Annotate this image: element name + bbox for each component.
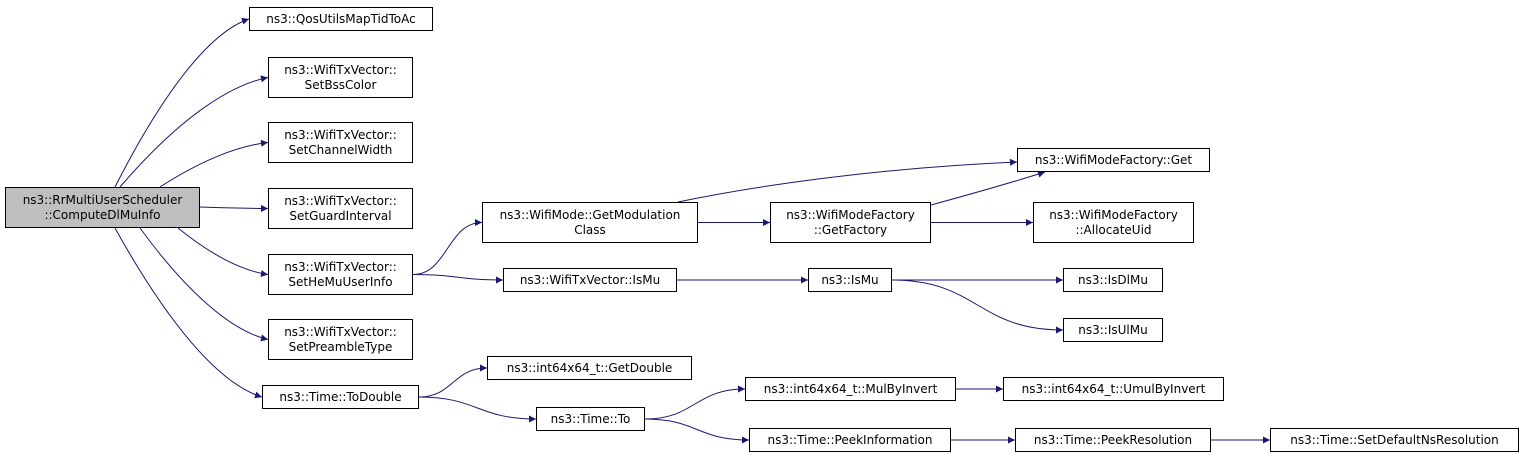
node-label-line: SetPreambleType (288, 339, 393, 354)
root-function-node: ns3::RrMultiUserScheduler::ComputeDlMuIn… (5, 187, 200, 228)
function-node-txismu[interactable]: ns3::WifiTxVector::IsMu (503, 268, 677, 292)
node-label-line: ::AllocateUid (1075, 222, 1152, 237)
function-node-peekres[interactable]: ns3::Time::PeekResolution (1015, 428, 1211, 452)
edge-timeto-to-peekinfo (644, 418, 750, 444)
node-label-line: ns3::RrMultiUserScheduler (22, 192, 183, 207)
function-node-bsscolor[interactable]: ns3::WifiTxVector::SetBssColor (268, 57, 413, 98)
function-node-mulbyinv[interactable]: ns3::int64x64_t::MulByInvert (745, 377, 956, 401)
edge-root-to-qos (114, 17, 250, 188)
function-node-hemu[interactable]: ns3::WifiTxVector::SetHeMuUserInfo (268, 254, 413, 295)
function-node-qos[interactable]: ns3::QosUtilsMapTidToAc (249, 7, 433, 31)
edge-root-to-guard (199, 204, 269, 212)
node-label-line: ns3::WifiTxVector:: (284, 193, 397, 208)
node-label-line: ns3::WifiTxVector:: (284, 324, 397, 339)
node-label-line: ns3::WifiMode::GetModulation (499, 207, 681, 222)
node-label-line: ns3::Time::ToDouble (279, 389, 402, 404)
node-label-line: SetHeMuUserInfo (288, 274, 393, 289)
node-label-line: ns3::IsMu (821, 272, 879, 287)
edge-root-to-hemu (177, 227, 269, 278)
function-node-isulmu[interactable]: ns3::IsUlMu (1063, 318, 1163, 342)
function-node-timeto[interactable]: ns3::Time::To (536, 407, 645, 431)
node-label-line: ns3::WifiModeFactory (1049, 207, 1178, 222)
function-node-getdouble[interactable]: ns3::int64x64_t::GetDouble (487, 356, 692, 380)
function-node-umulbyinv[interactable]: ns3::int64x64_t::UmulByInvert (1003, 377, 1224, 401)
edge-getfactory-to-factget (930, 170, 1046, 206)
function-node-preamble[interactable]: ns3::WifiTxVector::SetPreambleType (268, 319, 413, 360)
node-label-line: Class (574, 222, 606, 237)
edge-hemu-to-getmod (412, 219, 483, 275)
function-node-todouble[interactable]: ns3::Time::ToDouble (262, 385, 419, 409)
function-node-guard[interactable]: ns3::WifiTxVector::SetGuardInterval (268, 188, 413, 229)
function-node-getfactory[interactable]: ns3::WifiModeFactory::GetFactory (770, 202, 931, 243)
edge-root-to-bsscolor (119, 75, 269, 188)
function-node-allocuid[interactable]: ns3::WifiModeFactory::AllocateUid (1033, 202, 1194, 243)
node-label-line: ns3::WifiModeFactory (786, 207, 915, 222)
function-node-ismu[interactable]: ns3::IsMu (808, 268, 892, 292)
node-label-line: ns3::Time::To (550, 411, 631, 426)
node-label-line: ns3::int64x64_t::UmulByInvert (1021, 381, 1206, 396)
node-label-line: ns3::int64x64_t::MulByInvert (763, 381, 938, 396)
node-label-line: SetChannelWidth (288, 142, 393, 157)
node-label-line: ns3::WifiTxVector::IsMu (519, 272, 661, 287)
edge-getmod-to-factget (677, 158, 1018, 203)
node-label-line: ns3::WifiTxVector:: (284, 127, 397, 142)
node-label-line: ns3::IsUlMu (1078, 322, 1148, 337)
node-label-line: ns3::WifiTxVector:: (284, 62, 397, 77)
function-node-chanwidth[interactable]: ns3::WifiTxVector::SetChannelWidth (268, 122, 413, 163)
node-label-line: ::ComputeDlMuInfo (44, 207, 161, 222)
function-node-factget[interactable]: ns3::WifiModeFactory::Get (1017, 148, 1210, 172)
node-label-line: ns3::int64x64_t::GetDouble (506, 360, 673, 375)
node-label-line: ns3::WifiModeFactory::Get (1034, 152, 1193, 167)
node-label-line: ::GetFactory (813, 222, 888, 237)
edge-root-to-chanwidth (159, 139, 269, 188)
node-label-line: ns3::WifiTxVector:: (284, 259, 397, 274)
edge-ismu-to-isulmu (891, 279, 1064, 334)
function-node-setdefres[interactable]: ns3::Time::SetDefaultNsResolution (1270, 428, 1519, 452)
node-label-line: ns3::IsDlMu (1078, 272, 1148, 287)
node-label-line: ns3::Time::PeekInformation (767, 432, 933, 447)
edge-hemu-to-txismu (412, 274, 504, 284)
node-label-line: SetGuardInterval (289, 208, 392, 223)
node-label-line: ns3::QosUtilsMapTidToAc (266, 11, 416, 26)
edge-todouble-to-timeto (418, 396, 537, 423)
edge-root-to-todouble (114, 227, 263, 399)
node-label-line: ns3::Time::PeekResolution (1033, 432, 1193, 447)
node-label-line: ns3::Time::SetDefaultNsResolution (1290, 432, 1499, 447)
function-node-isdlmu[interactable]: ns3::IsDlMu (1063, 268, 1163, 292)
node-label-line: SetBssColor (304, 77, 377, 92)
edge-timeto-to-mulbyinv (644, 385, 746, 420)
edge-todouble-to-getdouble (418, 364, 488, 398)
edge-root-to-preamble (139, 227, 269, 342)
function-node-peekinfo[interactable]: ns3::Time::PeekInformation (749, 428, 951, 452)
